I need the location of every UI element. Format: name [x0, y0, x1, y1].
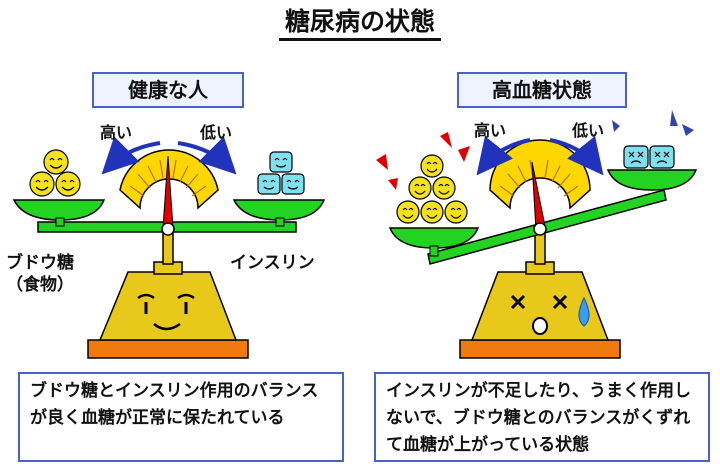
left-pole: [162, 231, 174, 265]
right-low-text: 低い: [571, 121, 604, 140]
right-insulin-pan: [606, 169, 698, 191]
gloom-marks-icon: [612, 110, 694, 136]
left-arrow-low: [177, 136, 237, 175]
sweat-drop-icon: [578, 296, 590, 327]
insulin-label: インスリン: [230, 253, 315, 273]
left-insulin-pan: [232, 199, 326, 221]
left-glucose-pan: [12, 199, 106, 221]
right-base-plate: [459, 339, 621, 359]
hyperglycemia-label: 高血糖状態: [457, 72, 627, 108]
right-balance: 高い 低い: [376, 110, 698, 359]
left-insulin-cubes: [257, 151, 305, 195]
right-arrow-low: [549, 136, 604, 176]
right-high-text: 高い: [474, 121, 506, 140]
right-pole: [534, 231, 546, 265]
left-arrow-high: [101, 136, 161, 175]
excited-marks-icon: [376, 132, 470, 190]
healthy-description: ブドウ糖とインスリン作用のバランスが良く血糖が正常に保たれている: [18, 372, 344, 462]
hyperglycemia-description: インスリンが不足したり、うまく作用しないで、ブドウ糖とのバランスがくずれて血糖が…: [374, 372, 710, 462]
right-arrow-high: [476, 136, 531, 176]
glucose-label-line1: ブドウ糖: [6, 253, 74, 273]
page-title: 糖尿病の状態: [0, 2, 720, 41]
right-base: [470, 271, 610, 341]
right-insulin-cubes: [623, 145, 675, 169]
left-base-face: [137, 293, 195, 331]
right-beam: [427, 189, 667, 265]
right-base-face: [510, 294, 568, 335]
left-low-text: 低い: [199, 123, 232, 142]
glucose-label: ブドウ糖 （食物）: [6, 252, 74, 296]
healthy-person-label: 健康な人: [92, 72, 244, 108]
left-glucose-balls: [29, 149, 81, 197]
left-balance: 高い 低い: [12, 123, 326, 359]
left-high-text: 高い: [100, 123, 132, 142]
left-base: [98, 271, 238, 341]
right-glucose-balls: [396, 154, 468, 224]
left-base-plate: [87, 339, 249, 359]
glucose-label-line2: （食物）: [6, 275, 74, 295]
